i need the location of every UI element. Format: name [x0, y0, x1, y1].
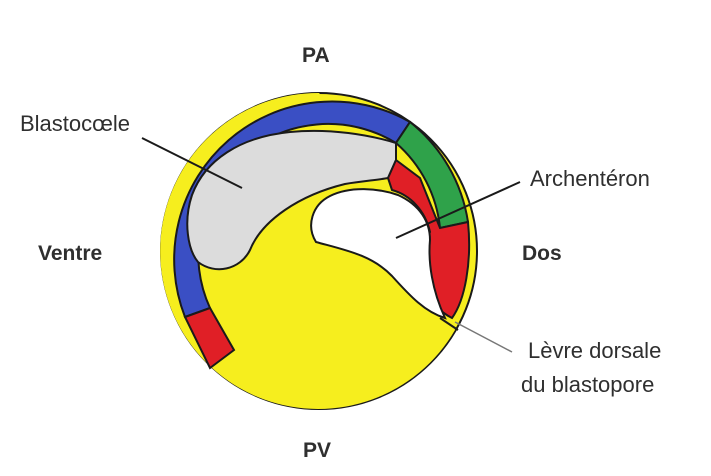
label-levre-line1: Lèvre dorsale [528, 340, 661, 362]
label-ventre: Ventre [38, 243, 102, 264]
label-pa: PA [302, 45, 330, 66]
label-levre-line2: du blastopore [521, 374, 654, 396]
label-dos: Dos [522, 243, 562, 264]
label-blastocoele: Blastocœle [20, 113, 130, 135]
levre-leader-line [455, 322, 512, 352]
label-archenteron: Archentéron [530, 168, 650, 190]
label-pv: PV [303, 440, 331, 461]
